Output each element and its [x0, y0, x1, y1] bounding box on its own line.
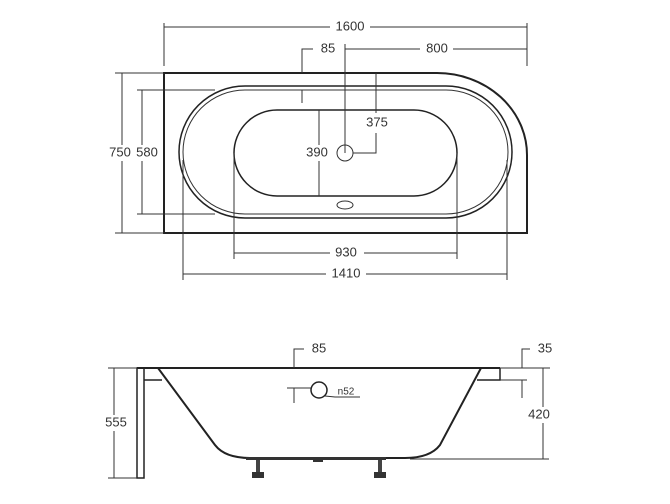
top-view: 1600 85 800 375 390 750 580	[106, 18, 528, 282]
dim-800: 800	[426, 40, 448, 55]
dim-420: 420	[528, 406, 550, 421]
dim-1600: 1600	[336, 18, 365, 33]
dim-85-side: 85	[312, 340, 326, 355]
dim-35: 35	[538, 340, 552, 355]
dim-85-top: 85	[321, 40, 335, 55]
overflow-icon	[310, 381, 328, 399]
dim-580: 580	[136, 144, 158, 159]
tub-outline	[163, 72, 528, 234]
dim-390: 390	[306, 144, 328, 159]
dim-1410: 1410	[332, 265, 361, 280]
dim-750: 750	[109, 144, 131, 159]
base-plate	[246, 457, 386, 460]
foot-left	[252, 460, 264, 478]
dim-930: 930	[335, 244, 357, 259]
dim-555: 555	[105, 414, 127, 429]
side-panel	[136, 367, 145, 479]
overflow-icon	[336, 200, 354, 210]
dim-375: 375	[366, 114, 388, 129]
foot-right	[374, 460, 386, 478]
dim-n52: n52	[338, 387, 355, 398]
side-view: 85 n52 35 420 555	[100, 340, 560, 479]
